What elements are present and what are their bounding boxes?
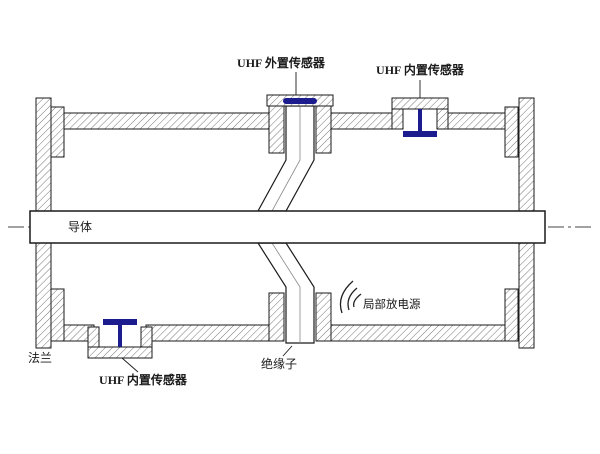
internal-sensor-top-label: UHF 内置传感器 (376, 62, 465, 77)
internal-sensor-top-stem (418, 109, 422, 133)
uhf-internal-sensor-bottom (87, 319, 153, 373)
clamp-bottom-right (315, 292, 332, 342)
clamp-bottom-left (268, 292, 285, 342)
internal-sensor-top-plate (391, 97, 449, 110)
internal-sensor-bottom-stem (118, 325, 122, 347)
pd-source: 局部放电源 (339, 280, 421, 314)
clamp-top-left (268, 104, 285, 154)
internal-sensor-top-antenna (403, 131, 437, 137)
internal-sensor-bottom-leg-right (140, 326, 153, 348)
external-sensor-label: UHF 外置传感器 (237, 55, 326, 70)
top-wall-right-a (321, 112, 399, 130)
left-flange-ring-bottom (50, 288, 65, 342)
internal-sensor-bottom-antenna (103, 319, 137, 325)
bottom-wall-right (321, 324, 520, 342)
bottom-wall-left-b (145, 324, 279, 342)
left-flange-ring-top (50, 106, 65, 158)
right-flange-ring-top (504, 106, 519, 158)
insulator-leader-line (282, 345, 293, 357)
uhf-internal-sensor-top (391, 80, 449, 137)
pd-source-label: 局部放电源 (363, 297, 421, 311)
right-flange-ring-bottom (504, 288, 519, 342)
uhf-external-sensor (266, 72, 334, 107)
internal-sensor-bottom-label: UHF 内置传感器 (99, 372, 188, 387)
flange-label: 法兰 (28, 351, 52, 365)
external-sensor-lens (283, 98, 317, 104)
conductor-bar (29, 210, 546, 244)
insulator-lower-midline (271, 242, 301, 343)
internal-sensor-top-leg-left (391, 108, 404, 130)
insulator-upper-midline (271, 106, 301, 212)
top-wall-left (49, 112, 279, 130)
pd-waves-icon (339, 280, 362, 314)
enclosure-walls (49, 112, 520, 342)
insulator (256, 105, 315, 344)
insulator-label: 绝缘子 (261, 356, 297, 371)
internal-sensor-bottom-leg-left (87, 326, 100, 348)
internal-sensor-bottom-plate (87, 346, 153, 359)
internal-sensor-top-leg-right (436, 108, 449, 130)
clamp-top-right (315, 104, 332, 154)
insulator-clamps (268, 104, 332, 342)
conductor-label: 导体 (68, 220, 92, 234)
internal-sensor-bottom-leader-line (121, 357, 139, 373)
